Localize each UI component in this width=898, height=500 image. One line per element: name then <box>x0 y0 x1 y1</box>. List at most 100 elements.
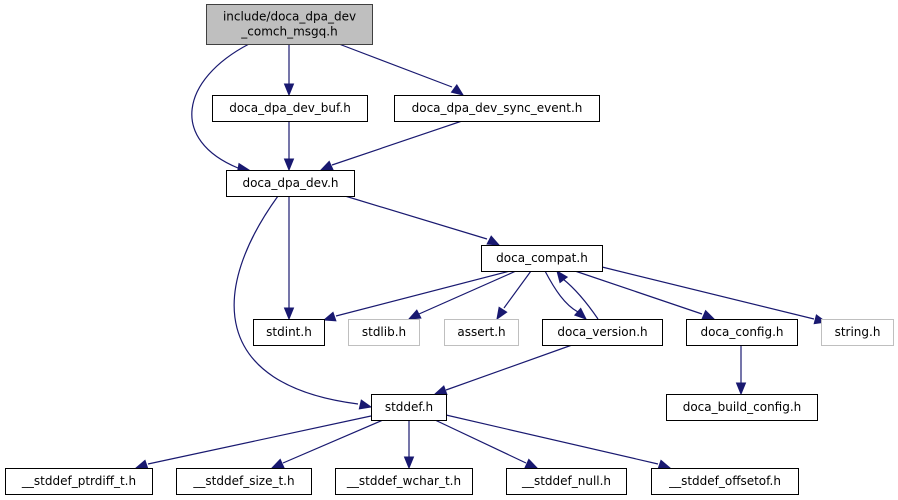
node-box <box>651 468 799 495</box>
node-box <box>212 95 368 122</box>
edge-root-to-dpa_dev_buf <box>283 44 295 97</box>
node-stddef[interactable]: stddef.h <box>371 394 447 421</box>
edge-compat-to-version <box>544 270 587 320</box>
node-stdint[interactable]: stdint.h <box>253 319 325 346</box>
node-label: stdlib.h <box>362 325 406 339</box>
edge-line <box>282 419 384 464</box>
node-dpa-dev-buf[interactable]: doca_dpa_dev_buf.h <box>212 95 368 122</box>
edge-line <box>597 265 815 320</box>
node-label: doca_compat.h <box>496 251 588 265</box>
node-label: stdint.h <box>266 325 312 339</box>
edge-compat-to-config <box>574 270 716 320</box>
node-label: stddef.h <box>385 400 433 414</box>
arrowhead-icon <box>322 311 337 322</box>
node-dpa-dev[interactable]: doca_dpa_dev.h <box>226 170 355 197</box>
node-label: __stddef_ptrdiff_t.h <box>21 474 136 488</box>
node-wchar[interactable]: __stddef_wchar_t.h <box>335 468 473 495</box>
node-box <box>176 468 312 495</box>
node-label: assert.h <box>457 325 505 339</box>
edge-stddef-to-null <box>434 419 539 469</box>
edge-line <box>233 195 359 405</box>
edge-dpa_dev-to-stddef <box>233 195 373 410</box>
edge-dpa_dev_sync_event-to-dpa_dev <box>319 120 463 171</box>
edge-compat-to-string <box>597 265 828 325</box>
node-label: include/doca_dpa_dev <box>223 10 356 24</box>
node-box <box>5 468 153 495</box>
edge-line <box>574 270 703 315</box>
node-root[interactable]: include/doca_dpa_dev_comch_msgq.h <box>206 4 373 45</box>
node-label: doca_config.h <box>700 325 783 339</box>
edge-version-to-stddef <box>433 344 573 396</box>
arrowhead-icon <box>524 458 539 469</box>
node-label: doca_dpa_dev.h <box>242 176 338 190</box>
arrowhead-icon <box>319 160 334 171</box>
node-assert: assert.h <box>444 319 519 346</box>
arrowhead-icon <box>403 456 415 470</box>
node-box <box>821 319 894 346</box>
node-label: __stddef_null.h <box>521 474 611 488</box>
edge-line <box>331 120 463 166</box>
node-label: __stddef_offsetof.h <box>668 474 781 488</box>
edge-line <box>147 415 372 465</box>
arrowhead-icon <box>358 399 373 410</box>
arrowhead-icon <box>407 309 422 320</box>
node-string: string.h <box>821 319 894 346</box>
edge-line <box>335 270 511 317</box>
node-null[interactable]: __stddef_null.h <box>506 468 627 495</box>
edge-compat-to-stdlib <box>407 270 517 320</box>
arrowhead-icon <box>573 307 587 320</box>
arrowhead-icon <box>433 385 448 396</box>
node-dpa-dev-sync-event[interactable]: doca_dpa_dev_sync_event.h <box>394 95 600 122</box>
edge-compat-to-stdint <box>322 270 511 322</box>
arrowhead-icon <box>657 459 672 470</box>
arrowhead-icon <box>450 84 465 96</box>
node-box <box>335 468 473 495</box>
edge-line <box>191 43 250 169</box>
node-compat[interactable]: doca_compat.h <box>481 245 603 272</box>
node-box <box>444 319 519 346</box>
node-ptrdiff[interactable]: __stddef_ptrdiff_t.h <box>5 468 153 495</box>
edge-line <box>445 344 573 391</box>
node-box <box>542 319 663 346</box>
arrowhead-icon <box>735 382 747 396</box>
node-label: string.h <box>835 325 881 339</box>
node-label: doca_build_config.h <box>683 400 802 414</box>
edge-stddef-to-ptrdiff <box>134 415 372 470</box>
node-config[interactable]: doca_config.h <box>686 319 798 346</box>
edge-line <box>344 195 488 240</box>
nodes-layer: include/doca_dpa_dev_comch_msgq.h doca_dp… <box>5 4 894 495</box>
node-box <box>686 319 798 346</box>
edge-stddef-to-wchar <box>403 420 415 470</box>
node-offsetof[interactable]: __stddef_offsetof.h <box>651 468 799 495</box>
arrowhead-icon <box>556 269 569 284</box>
node-build-config[interactable]: doca_build_config.h <box>666 394 818 421</box>
node-size-t[interactable]: __stddef_size_t.h <box>176 468 312 495</box>
node-label: __stddef_wchar_t.h <box>346 474 461 488</box>
edge-stddef-to-offsetof <box>445 414 672 470</box>
edge-line <box>503 270 532 309</box>
node-box <box>666 394 818 421</box>
edge-version-to-compat <box>556 269 599 320</box>
edge-compat-to-assert <box>496 270 532 321</box>
node-box <box>348 319 420 346</box>
node-label: doca_dpa_dev_buf.h <box>229 101 351 115</box>
edge-line <box>562 278 599 320</box>
edge-line <box>418 270 517 315</box>
node-label: doca_version.h <box>557 325 647 339</box>
node-version[interactable]: doca_version.h <box>542 319 663 346</box>
arrowhead-icon <box>701 309 716 320</box>
node-box <box>394 95 600 122</box>
node-box <box>226 170 355 197</box>
edge-line <box>434 419 527 464</box>
arrowhead-icon <box>283 307 295 321</box>
arrowhead-icon <box>283 158 295 172</box>
node-box <box>506 468 627 495</box>
arrowhead-icon <box>134 459 149 470</box>
node-stdlib: stdlib.h <box>348 319 420 346</box>
node-label: doca_dpa_dev_sync_event.h <box>412 101 583 115</box>
edge-dpa_dev_buf-to-dpa_dev <box>283 121 295 172</box>
edge-line <box>338 43 453 88</box>
node-label: _comch_msgq.h <box>240 25 337 39</box>
edge-config-to-build_config <box>735 345 747 396</box>
